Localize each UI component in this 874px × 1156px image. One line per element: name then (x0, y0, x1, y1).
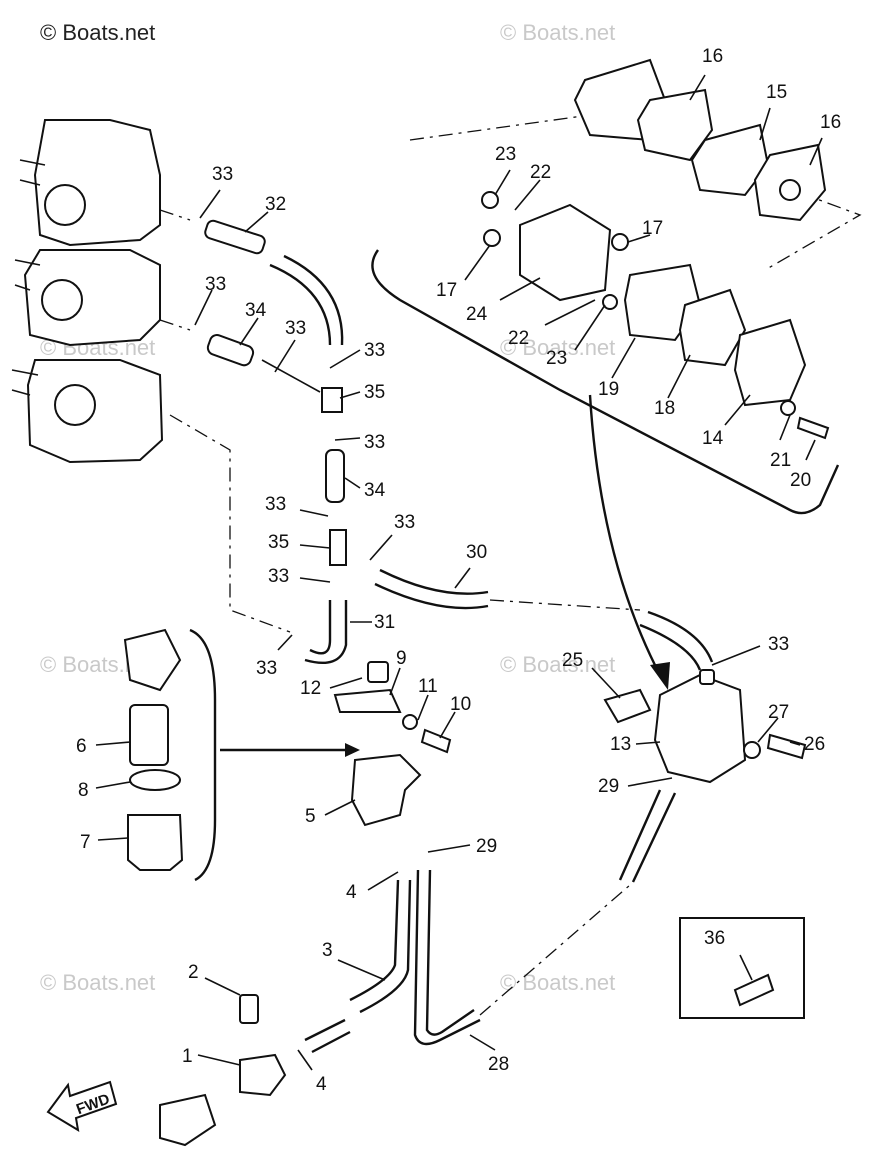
callout-26: 26 (804, 734, 825, 755)
callout-19: 19 (598, 379, 619, 400)
fuel-filter-exploded (123, 628, 184, 871)
callout-3: 3 (322, 940, 333, 961)
callout-22: 22 (508, 328, 529, 349)
callout-4: 4 (346, 882, 357, 903)
callout-33: 33 (212, 164, 233, 185)
callout-13: 13 (610, 734, 631, 755)
callout-12: 12 (300, 678, 321, 699)
fuel-pump-body-exploded (481, 191, 830, 440)
watermark: © Boats.net (500, 970, 615, 995)
callout-17: 17 (436, 280, 457, 301)
callout-5: 5 (305, 806, 316, 827)
watermark: © Boats.net (500, 335, 615, 360)
hose-34-upper (206, 334, 255, 367)
callout-15: 15 (766, 82, 787, 103)
callout-35: 35 (268, 532, 289, 553)
callout-23: 23 (546, 348, 567, 369)
callout-31: 31 (374, 612, 395, 633)
callout-21: 21 (770, 450, 791, 471)
callout-20: 20 (790, 470, 811, 491)
callout-6: 6 (76, 736, 87, 757)
callout-4: 4 (316, 1074, 327, 1095)
callout-11: 11 (418, 676, 438, 697)
callout-32: 32 (265, 194, 286, 215)
callout-33: 33 (768, 634, 789, 655)
hose-34-lower (325, 449, 345, 503)
callout-34: 34 (245, 300, 267, 321)
callout-18: 18 (654, 398, 675, 419)
callout-1: 1 (182, 1046, 193, 1067)
fwd-arrow-icon (46, 1080, 118, 1132)
callout-34: 34 (364, 480, 386, 501)
callout-33: 33 (394, 512, 415, 533)
callout-7: 7 (80, 832, 91, 853)
callout-33: 33 (364, 432, 385, 453)
watermark-top-left: © Boats.net (40, 20, 155, 45)
fuel-pump-assembled (603, 669, 807, 784)
pump-gaskets (573, 58, 827, 222)
callout-36: 36 (704, 928, 725, 949)
callout-17: 17 (642, 218, 663, 239)
callout-30: 30 (466, 542, 487, 563)
leader-lines (95, 74, 823, 1071)
callout-14: 14 (702, 428, 724, 449)
callout-33: 33 (268, 566, 289, 587)
callout-9: 9 (396, 648, 407, 669)
callout-35: 35 (364, 382, 385, 403)
callout-10: 10 (450, 694, 471, 715)
callout-33: 33 (285, 318, 306, 339)
watermark: © Boats.net (500, 20, 615, 45)
callout-29: 29 (598, 776, 619, 797)
carburetor-assembly (11, 119, 164, 464)
callout-8: 8 (78, 780, 89, 801)
callout-24: 24 (466, 304, 488, 325)
callout-29: 29 (476, 836, 497, 857)
hose-32 (204, 219, 266, 255)
callout-labels: 16 15 16 23 22 17 17 24 22 23 19 18 14 2… (76, 46, 841, 1095)
callout-33: 33 (256, 658, 277, 679)
fuel-filter-assembled (333, 661, 452, 827)
callout-22: 22 (530, 162, 551, 183)
callout-16: 16 (702, 46, 723, 67)
callout-23: 23 (495, 144, 516, 165)
inset-box-36 (679, 917, 805, 1019)
callout-28: 28 (488, 1054, 509, 1075)
callout-33: 33 (205, 274, 226, 295)
watermark: © Boats.net (40, 970, 155, 995)
callout-33: 33 (364, 340, 385, 361)
callout-27: 27 (768, 702, 789, 723)
callout-16: 16 (820, 112, 841, 133)
fuel-connector-lower (159, 994, 287, 1147)
callout-33: 33 (265, 494, 286, 515)
callout-2: 2 (188, 962, 199, 983)
callout-25: 25 (562, 650, 583, 671)
